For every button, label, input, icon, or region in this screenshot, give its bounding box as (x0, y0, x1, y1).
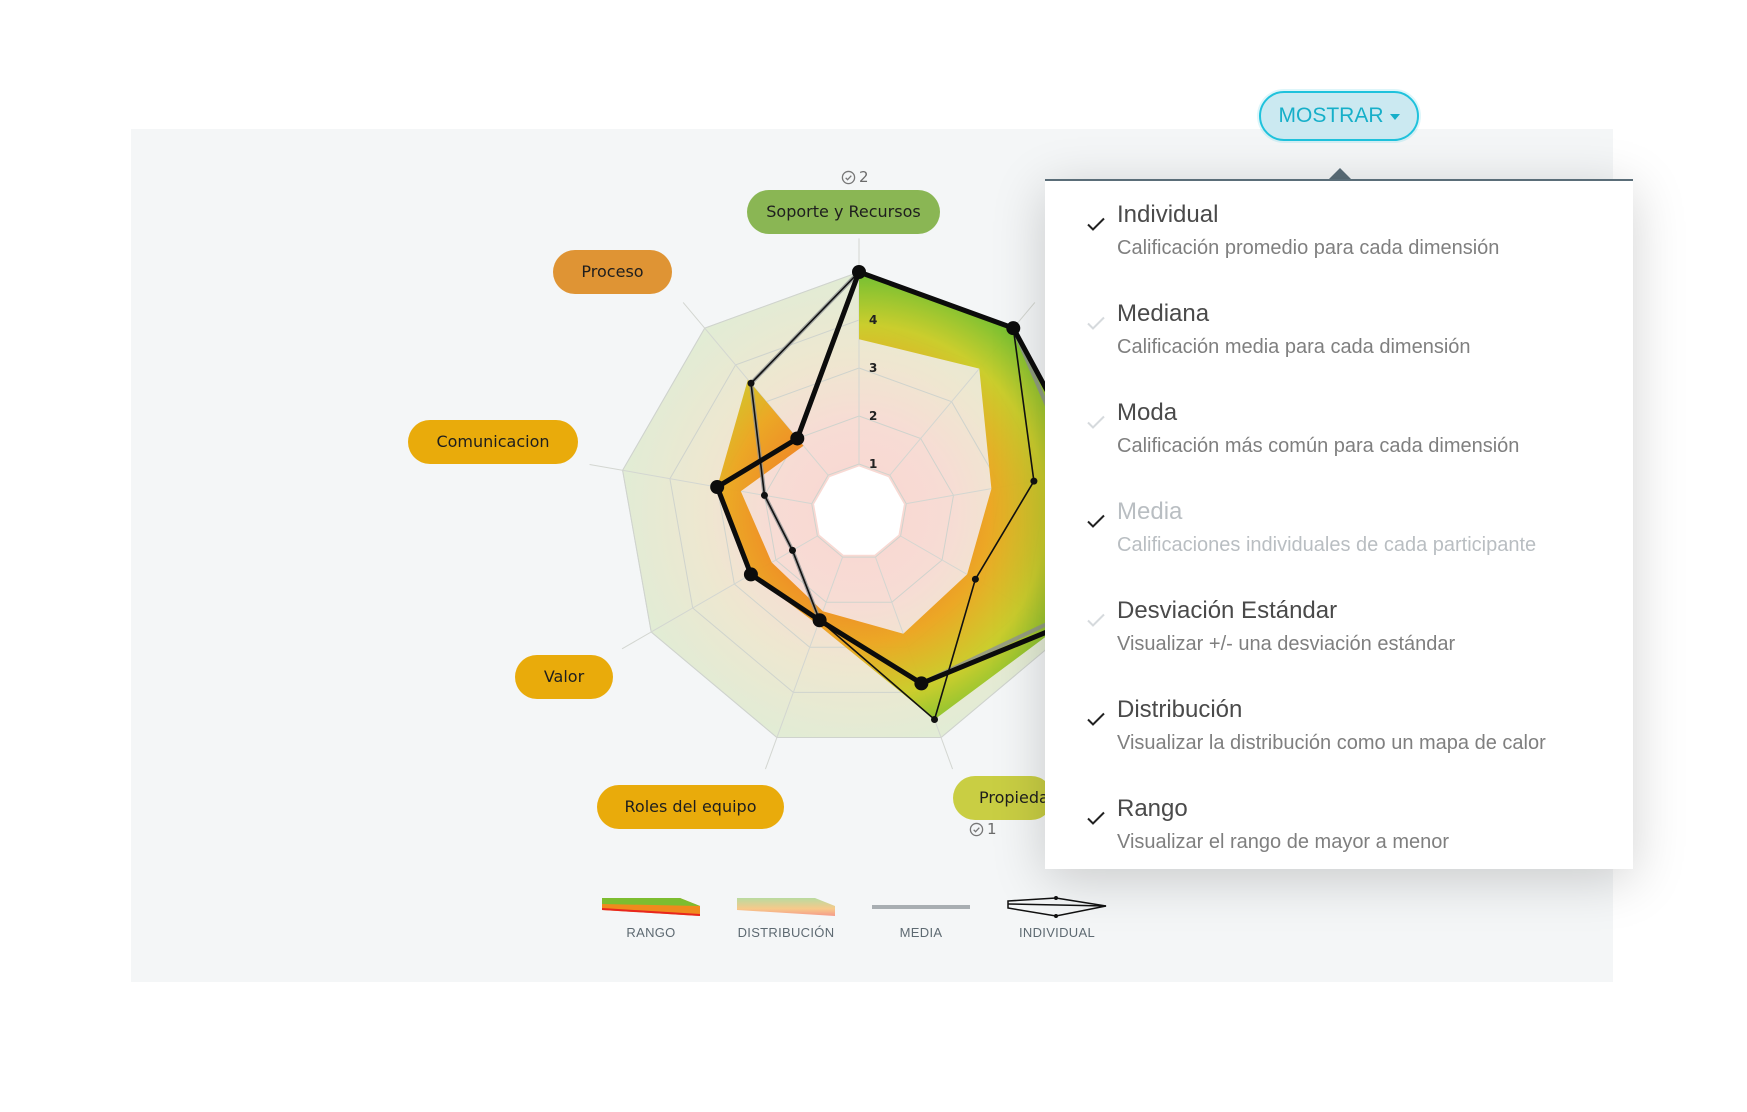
menu-option-title: Mediana (1117, 300, 1210, 327)
menu-option-description: Visualizar +/- una desviación estándar (1117, 633, 1456, 655)
radar-tick-label: 1 (869, 457, 877, 471)
individual-point (1006, 321, 1021, 336)
individual-point (852, 265, 866, 279)
dimension-label[interactable]: Roles del equipo (597, 785, 784, 829)
mostrar-button[interactable]: MOSTRAR (1259, 91, 1419, 141)
check-circle-icon (969, 822, 984, 837)
mean-legend-label: MEDIA (899, 925, 943, 940)
menu-option-title: Rango (1117, 795, 1188, 822)
menu-option-description: Calificaciones individuales de cada part… (1117, 534, 1537, 556)
menu-option-description: Calificación más común para cada dimensi… (1117, 435, 1520, 457)
dropdown-pointer (1328, 168, 1352, 180)
individual-point (914, 676, 929, 691)
distribution-legend-swatch (735, 896, 837, 922)
menu-option-description: Calificación promedio para cada dimensió… (1117, 237, 1500, 259)
menu-option-title: Individual (1117, 201, 1219, 228)
menu-option-title: Desviación Estándar (1117, 597, 1338, 624)
participant-line (750, 271, 1035, 721)
radar-grid-ring (763, 415, 955, 603)
participant-point (971, 575, 979, 583)
dimension-label[interactable]: Soporte y Recursos (747, 190, 940, 234)
radar-spoke (621, 535, 818, 650)
participant-point (931, 715, 939, 723)
dimension-label[interactable]: Comunicacion (408, 420, 578, 464)
individual-point (743, 567, 758, 582)
checkmark-icon (1085, 807, 1107, 829)
radar-spoke (764, 556, 844, 770)
checkmark-icon (1085, 213, 1107, 235)
radar-tick-label: 4 (869, 313, 877, 327)
distribution-legend-label: DISTRIBUCIÓN (737, 925, 835, 940)
menu-option-title: Distribución (1117, 696, 1243, 723)
range-band (717, 272, 1091, 720)
checkmark-faint-icon (1085, 312, 1107, 334)
response-count-value: 1 (987, 820, 997, 838)
dimension-label[interactable]: Proceso (553, 250, 672, 294)
radar-spoke (589, 463, 812, 505)
participant-point (747, 379, 755, 387)
menu-option-title: Media (1117, 498, 1183, 525)
individual-legend-swatch (1006, 896, 1108, 922)
menu-option-description: Visualizar el rango de mayor a menor (1117, 831, 1450, 853)
participant-point (1030, 477, 1038, 485)
response-count: 2 (841, 168, 869, 186)
menu-option-description: Calificación media para cada dimensión (1117, 336, 1471, 358)
checkmark-faint-icon (1085, 609, 1107, 631)
radar-tick-label: 3 (869, 361, 877, 375)
check-circle-icon (841, 170, 856, 185)
individual-legend-label: INDIVIDUAL (1019, 925, 1095, 940)
mean-legend-swatch (870, 896, 972, 922)
mostrar-button-label: MOSTRAR (1278, 104, 1384, 127)
radar-tick-label: 2 (869, 409, 877, 423)
menu-option-description: Visualizar la distribución como un mapa … (1117, 732, 1546, 754)
caret-down-icon (1389, 114, 1400, 120)
individual-point (812, 613, 827, 628)
radar-grid-ring (811, 463, 907, 558)
checkmark-icon (1085, 510, 1107, 532)
participant-point (788, 546, 796, 554)
menu-option-title: Moda (1117, 399, 1178, 426)
checkmark-faint-icon (1085, 411, 1107, 433)
dimension-label[interactable]: Valor (515, 655, 613, 699)
range-legend-label: RANGO (626, 925, 676, 940)
dimension-label[interactable]: Propiedad (953, 776, 1053, 820)
radar-center (814, 466, 904, 555)
checkmark-icon (1085, 708, 1107, 730)
range-legend-swatch (600, 896, 702, 922)
individual-point (790, 431, 805, 446)
response-count: 1 (969, 820, 997, 838)
participant-point (760, 491, 768, 499)
individual-point (710, 479, 725, 494)
response-count-value: 2 (859, 168, 869, 186)
